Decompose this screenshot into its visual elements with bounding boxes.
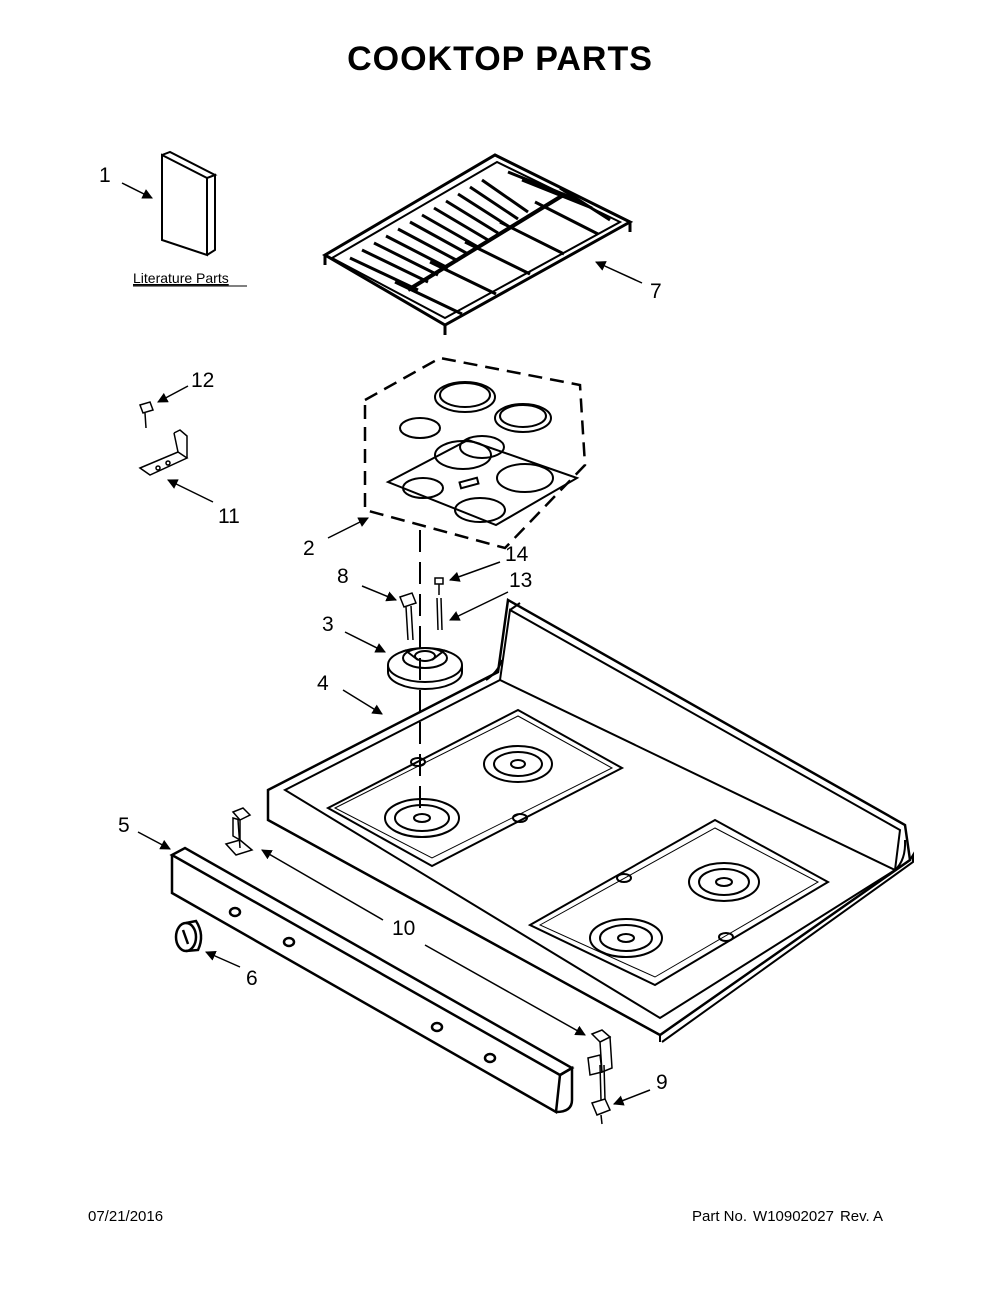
callout-arrow-8 <box>361 585 397 602</box>
part-no-label: Part No. <box>692 1208 748 1225</box>
callout-12: 12 <box>191 369 214 392</box>
footer-part-number: Part No. W10902027 Rev. A <box>692 1208 889 1225</box>
bracket-screw-part <box>139 401 154 429</box>
callout-arrow-13 <box>449 591 509 621</box>
footer-date: 07/21/2016 <box>88 1208 164 1225</box>
burner-grate-part <box>322 153 634 335</box>
callout-arrow-1 <box>121 182 153 199</box>
page-title: COOKTOP PARTS <box>347 40 653 78</box>
main-top-part <box>266 598 914 1043</box>
callout-arrow-11 <box>167 479 214 503</box>
callout-arrow-6 <box>205 951 241 968</box>
callout-7: 7 <box>650 280 662 303</box>
callout-arrow-10a <box>261 849 384 921</box>
callout-3: 3 <box>322 613 334 636</box>
manifold-bracket-part <box>224 807 613 1076</box>
callout-arrow-9 <box>613 1089 651 1106</box>
callout-4: 4 <box>317 672 329 695</box>
callout-arrow-10b <box>424 944 586 1036</box>
burner-caps-kit-part <box>363 356 587 550</box>
callout-arrow-2 <box>327 517 369 539</box>
anti-tip-bracket-part <box>138 429 189 476</box>
part-no-value: W10902027 <box>753 1208 834 1225</box>
burner-base-part <box>387 647 463 690</box>
callout-arrow-3 <box>344 631 386 653</box>
callout-arrow-4 <box>342 689 383 715</box>
callout-arrow-7 <box>595 261 643 284</box>
callout-14: 14 <box>505 543 529 566</box>
callout-2: 2 <box>303 537 315 560</box>
callout-11: 11 <box>218 505 240 528</box>
callout-arrow-14 <box>449 561 501 582</box>
revision: Rev. A <box>839 1208 884 1225</box>
callout-9: 9 <box>656 1071 668 1094</box>
callout-1: 1 <box>99 164 111 187</box>
spark-electrode-part <box>436 597 443 631</box>
literature-parts-label: Literature Parts <box>133 270 229 286</box>
callout-13: 13 <box>509 569 532 592</box>
electrode-screw-part <box>434 577 444 595</box>
callout-6: 6 <box>246 967 258 990</box>
callout-10: 10 <box>392 917 415 940</box>
callout-arrow-12 <box>157 385 189 403</box>
callout-5: 5 <box>118 814 130 837</box>
callout-arrow-5 <box>137 831 171 850</box>
bracket-screw-9-part <box>590 1064 612 1125</box>
control-knob-part <box>174 919 203 953</box>
literature-booklet-part <box>161 150 218 257</box>
burner-screw-part <box>399 592 417 641</box>
manifold-panel-part <box>169 846 575 1115</box>
callout-8: 8 <box>337 565 349 588</box>
